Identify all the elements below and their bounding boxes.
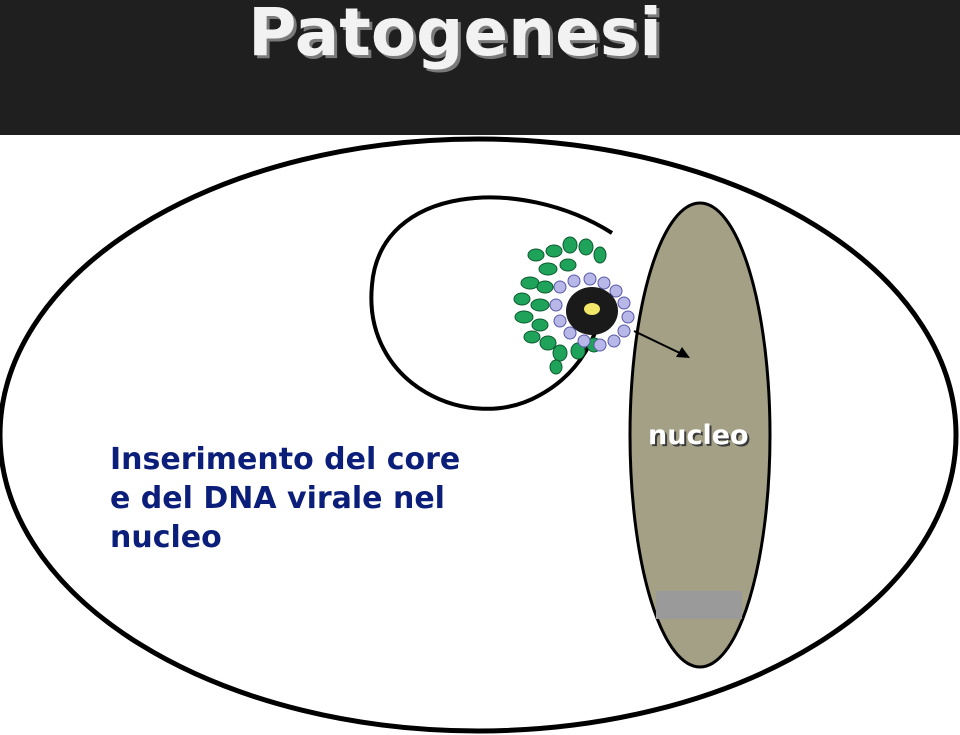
caption-text: Inserimento del core e del DNA virale ne… — [110, 440, 530, 557]
nucleus — [628, 201, 772, 669]
glycoprotein-spikes — [513, 236, 607, 375]
title-bar: Patogenesi — [0, 0, 960, 135]
slide-title: Patogenesi — [248, 0, 662, 71]
entry-arrow — [633, 330, 690, 358]
capsid-capsomers — [549, 272, 635, 352]
caption-line-1: Inserimento del core — [110, 442, 461, 477]
nucleus-label: nucleo — [648, 420, 749, 451]
caption-line-3: nucleo — [110, 520, 222, 555]
virus-particle — [513, 236, 635, 375]
nucleus-gray-patch — [656, 591, 742, 619]
cell-membrane — [0, 136, 959, 734]
viral-dna — [584, 303, 600, 315]
cell-diagram — [0, 136, 959, 734]
caption-line-2: e del DNA virale nel — [110, 481, 445, 516]
endosome-vesicle — [369, 195, 614, 411]
